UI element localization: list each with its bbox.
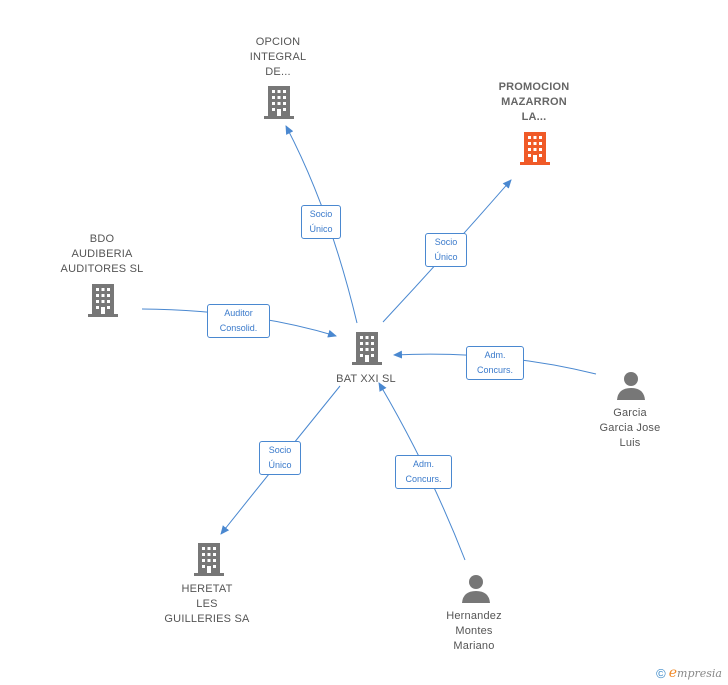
node-label-opcion[interactable]: OPCION INTEGRAL DE... [249,36,307,78]
building-icon [520,132,550,165]
node-label-garcia[interactable]: Garcia Garcia Jose Luis [599,407,661,449]
edge-label-opcion: Socio Único [301,205,341,239]
building-icon [352,332,382,365]
building-icon [194,543,224,576]
watermark: © empresia [656,665,722,681]
edge-label-hernandez: Adm. Concurs. [395,455,452,489]
person-icon [462,575,490,603]
node-label-center[interactable]: BAT XXI SL [336,373,396,385]
node-label-promocion[interactable]: PROMOCION MAZARRON LA... [498,81,570,123]
edge-label-garcia: Adm. Concurs. [466,346,524,380]
edge-label-bdo: Auditor Consolid. [207,304,270,338]
node-label-hernandez[interactable]: Hernandez Montes Mariano [446,610,502,652]
node-label-heretat[interactable]: HERETAT LES GUILLERIES SA [164,583,250,625]
building-icon [264,86,294,119]
building-icon [88,284,118,317]
node-label-bdo[interactable]: BDO AUDIBERIA AUDITORES SL [60,233,144,275]
person-icon [617,372,645,400]
edge-label-promocion: Socio Único [425,233,467,267]
brand-logo: empresia [668,665,722,681]
edge-label-heretat: Socio Único [259,441,301,475]
copyright-icon: © [656,665,666,681]
